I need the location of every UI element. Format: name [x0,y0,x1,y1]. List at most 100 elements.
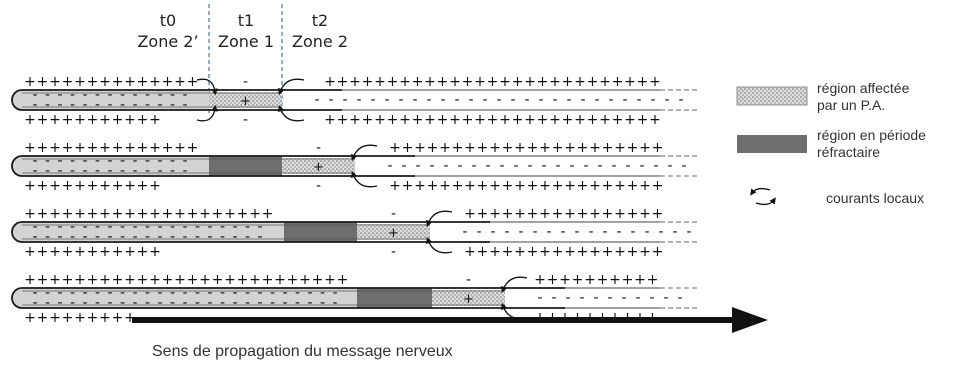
charge-sign: - [157,163,162,179]
propagation-arrow [132,307,768,333]
charge-sign: + [149,206,161,222]
charge-sign: + [249,272,261,288]
charge-sign: + [577,206,589,222]
charge-sign: - [132,153,137,169]
zone-time-t0: t0 [159,11,177,30]
charge-sign: - [332,295,337,311]
charge-sign: - [132,97,137,113]
affected-outside-minus: - [391,206,396,222]
charge-sign: + [337,112,349,128]
charge-sign: + [464,140,476,156]
charge-sign: + [124,206,136,222]
charge-sign: - [579,290,584,306]
charge-sign: + [374,112,386,128]
charge-sign: - [145,219,150,235]
charge-sign: + [87,244,99,260]
charge-sign: + [499,74,511,90]
charge-sign: - [485,158,490,174]
charge-sign: + [249,206,261,222]
charge-sign: - [107,97,112,113]
charge-sign: + [49,272,61,288]
charge-sign: - [45,219,50,235]
charge-sign: + [62,140,74,156]
charge-sign: - [482,92,487,108]
charge-sign: + [637,74,649,90]
legend-affected-line2: par un P.A. [817,97,886,113]
charge-sign: + [502,178,514,194]
axon-row: +++++++++++++++++++++++++++++++++++-----… [11,272,700,326]
charge-sign: + [287,272,299,288]
charge-sign: - [107,87,112,103]
charge-sign: - [170,87,175,103]
local-current-arrow [351,170,378,188]
charge-sign: + [324,74,336,90]
charge-sign: - [70,97,75,113]
charge-sign: + [262,206,274,222]
charge-sign: - [401,158,406,174]
charge-sign: + [224,272,236,288]
charge-sign: - [653,158,658,174]
charge-sign: + [49,206,61,222]
charge-sign: + [464,178,476,194]
charge-sign: + [562,112,574,128]
charge-sign: + [499,112,511,128]
legend-affected-line1: région affectée [817,80,910,96]
charge-sign: - [342,92,347,108]
charge-sign: + [199,206,211,222]
outside-plus-signs: +++++++++++ [24,244,161,260]
charge-sign: - [70,285,75,301]
refractory-region [209,156,282,176]
charge-sign: - [195,285,200,301]
charge-sign: - [583,158,588,174]
charge-sign: - [440,92,445,108]
charge-sign: - [157,295,162,311]
charge-sign: - [145,153,150,169]
local-current-arrow [196,104,218,122]
ahead-inside-minus-signs: --------------------------- [314,92,683,108]
inside-minus-signs: ------------------------- [32,285,337,301]
charge-sign: + [639,244,651,260]
charge-sign: + [137,272,149,288]
charge-sign: + [24,112,36,128]
charge-sign: - [195,295,200,311]
membrane-outline [11,155,415,177]
charge-sign: + [74,272,86,288]
charge-sign: + [572,272,584,288]
charge-sign: + [552,206,564,222]
charge-sign: + [552,244,564,260]
charge-sign: + [149,74,161,90]
charge-sign: + [552,140,564,156]
charge-sign: - [170,219,175,235]
ahead-outside-plus-signs: ++++++++++++++++++++++ [389,178,663,194]
charge-sign: + [614,206,626,222]
charge-sign: + [402,178,414,194]
charge-sign: + [237,272,249,288]
charge-sign: + [399,74,411,90]
charge-sign: + [502,244,514,260]
charge-sign: - [625,158,630,174]
charge-sign: + [389,140,401,156]
charge-sign: - [32,285,37,301]
charge-sign: + [24,140,36,156]
legend-currents-text: courants locaux [826,190,924,207]
affected-region [282,158,355,174]
charge-sign: + [614,244,626,260]
charge-sign: - [220,285,225,301]
refractory-region [357,288,432,308]
charge-sign: + [174,206,186,222]
charge-sign: + [37,178,49,194]
charge-sign: - [145,285,150,301]
charge-sign: - [429,158,434,174]
charge-sign: + [124,74,136,90]
charge-sign: + [427,140,439,156]
charge-sign: - [95,87,100,103]
charge-sign: - [295,285,300,301]
charge-sign: + [112,178,124,194]
charge-sign: + [74,74,86,90]
ahead-outside-plus-signs: ++++++++++++++++ [464,244,663,260]
charge-sign: - [328,92,333,108]
charge-sign: - [245,295,250,311]
charge-sign: + [49,112,61,128]
affected-inside-plus: + [463,292,474,307]
charge-sign: + [99,244,111,260]
